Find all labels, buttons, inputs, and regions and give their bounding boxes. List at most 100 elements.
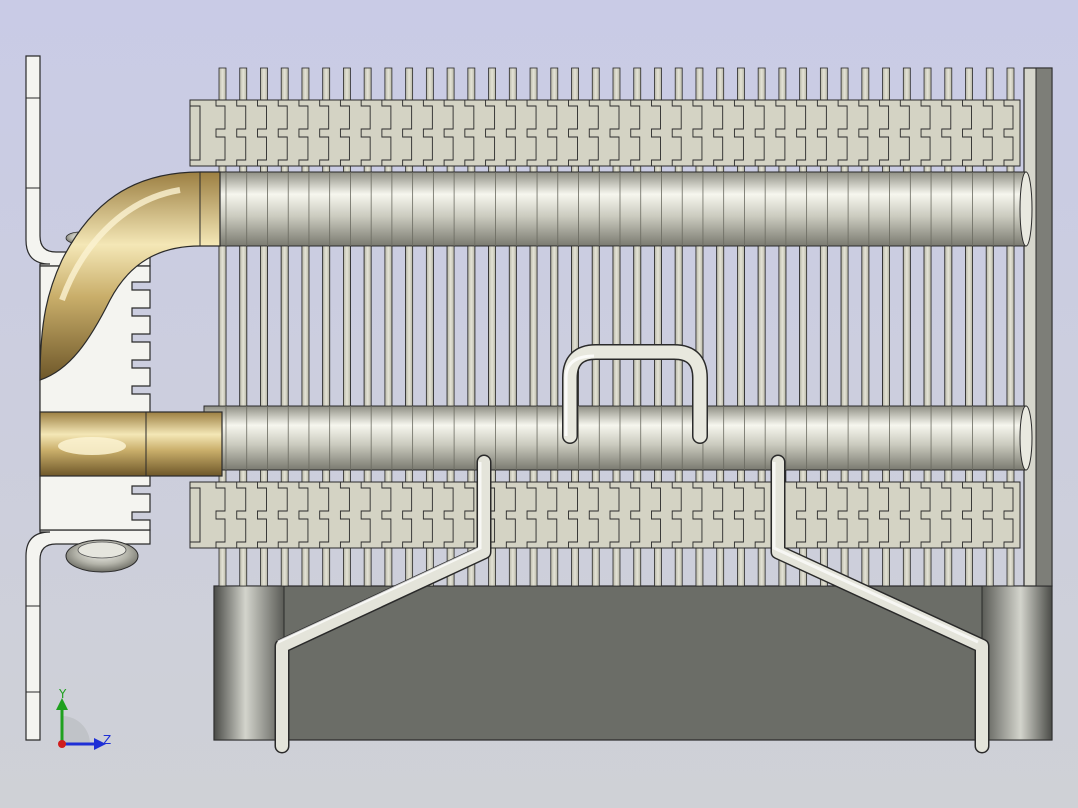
fin-tab [505,482,516,548]
fin-tab [339,482,350,548]
fin-tab [630,482,641,548]
fin-slat-mid [985,245,994,407]
copper-pipe-straight [39,411,223,477]
fin-slat-mid [737,245,745,407]
fin-tab [713,482,724,548]
fin-tab [879,100,890,166]
fin-tab [319,100,330,166]
fin-slat-mid [861,245,870,407]
fin-tab [962,482,972,548]
fin-tab [899,482,910,548]
fin-tab [941,482,952,548]
fin-slat-mid [508,245,517,407]
fin-tab [692,482,703,548]
fin-slat-mid [218,245,227,407]
fin-tab [381,100,392,166]
fin-tab [402,100,413,166]
fin-tab [796,100,807,166]
fin-slat-mid [612,245,621,407]
fin-tab [215,482,226,548]
heat-pipe-lower [203,405,1033,471]
fin-slat-mid [674,245,683,407]
fin-slat-mid [633,245,642,407]
fin-tab [816,100,827,166]
upper-tooth-band-body [189,99,1021,167]
fin-slat-mid [280,245,289,407]
fin-tab [588,482,599,548]
lower-tooth-band [189,481,1021,549]
fin-tab [402,482,413,548]
fin-tab [858,100,869,166]
heat-pipe-upper [203,171,1033,247]
fin-tab [443,100,454,166]
fin-tab [443,482,454,548]
fin-slat-mid [467,245,476,407]
fin-slat-mid [965,245,973,407]
fin-slat-mid [799,245,808,407]
fin-slat-mid [840,245,849,407]
fin-slat-mid [819,245,828,407]
fin-tab [277,482,288,548]
fin-tab [422,100,433,166]
fin-tab [568,100,578,166]
fin-tab [796,482,807,548]
fin-slat-mid [778,245,787,407]
fin-slat-mid [488,245,496,407]
fin-tab [982,482,993,548]
fin-tab [277,100,288,166]
fin-tab [1003,100,1014,166]
fin-slat-mid [301,245,310,407]
fin-tab [568,482,578,548]
fin-tab [257,100,267,166]
fin-tab [609,100,620,166]
fin-tab [360,100,371,166]
x-axis-dot [58,740,66,748]
fin-tab [526,482,537,548]
fin-slat-mid [923,245,932,407]
fin-slat-mid [322,245,331,407]
fin-tab [319,482,330,548]
fin-tab [464,100,475,166]
fin-tab [485,100,496,166]
fin-tab [899,100,910,166]
fin-slat-mid [425,245,434,407]
fin-tab [858,482,869,548]
fin-tab [651,482,661,548]
fin-tab [547,482,558,548]
fin-tab [754,100,765,166]
lower-tooth-band-edge [190,487,201,543]
fin-slat-mid [343,245,351,407]
fin-slat-mid [363,245,372,407]
fin-tab [816,482,827,548]
retention-wire-left [274,454,492,754]
fin-tab [339,100,350,166]
axis-triad: Y Z [56,687,111,750]
fin-tab [671,100,682,166]
fin-tab [692,100,703,166]
fin-tab [837,482,848,548]
fin-tab [526,100,537,166]
fin-tab [215,100,226,166]
fin-tab [630,100,641,166]
upper-tooth-band [189,99,1021,167]
fin-slat-mid [944,245,953,407]
fin-slat-mid [882,245,890,407]
fin-slats-over-pipes [218,172,1015,470]
fin-slat-mid [446,245,455,407]
y-axis-label: Y [58,687,67,701]
fin-slat-mid [591,245,600,407]
fin-tab [713,100,724,166]
fin-tab [879,482,890,548]
fin-tab [588,100,599,166]
fin-tab [360,482,371,548]
fin-slat-mid [1006,245,1015,407]
heatsink-base [213,585,1053,741]
fin-slat-mid [902,245,911,407]
fin-tab [547,100,558,166]
end-plate [1023,67,1053,587]
fin-slat-mid [757,245,766,407]
copper-pipe-bend [39,171,221,381]
fin-tab [982,100,993,166]
fin-tab [236,482,247,548]
